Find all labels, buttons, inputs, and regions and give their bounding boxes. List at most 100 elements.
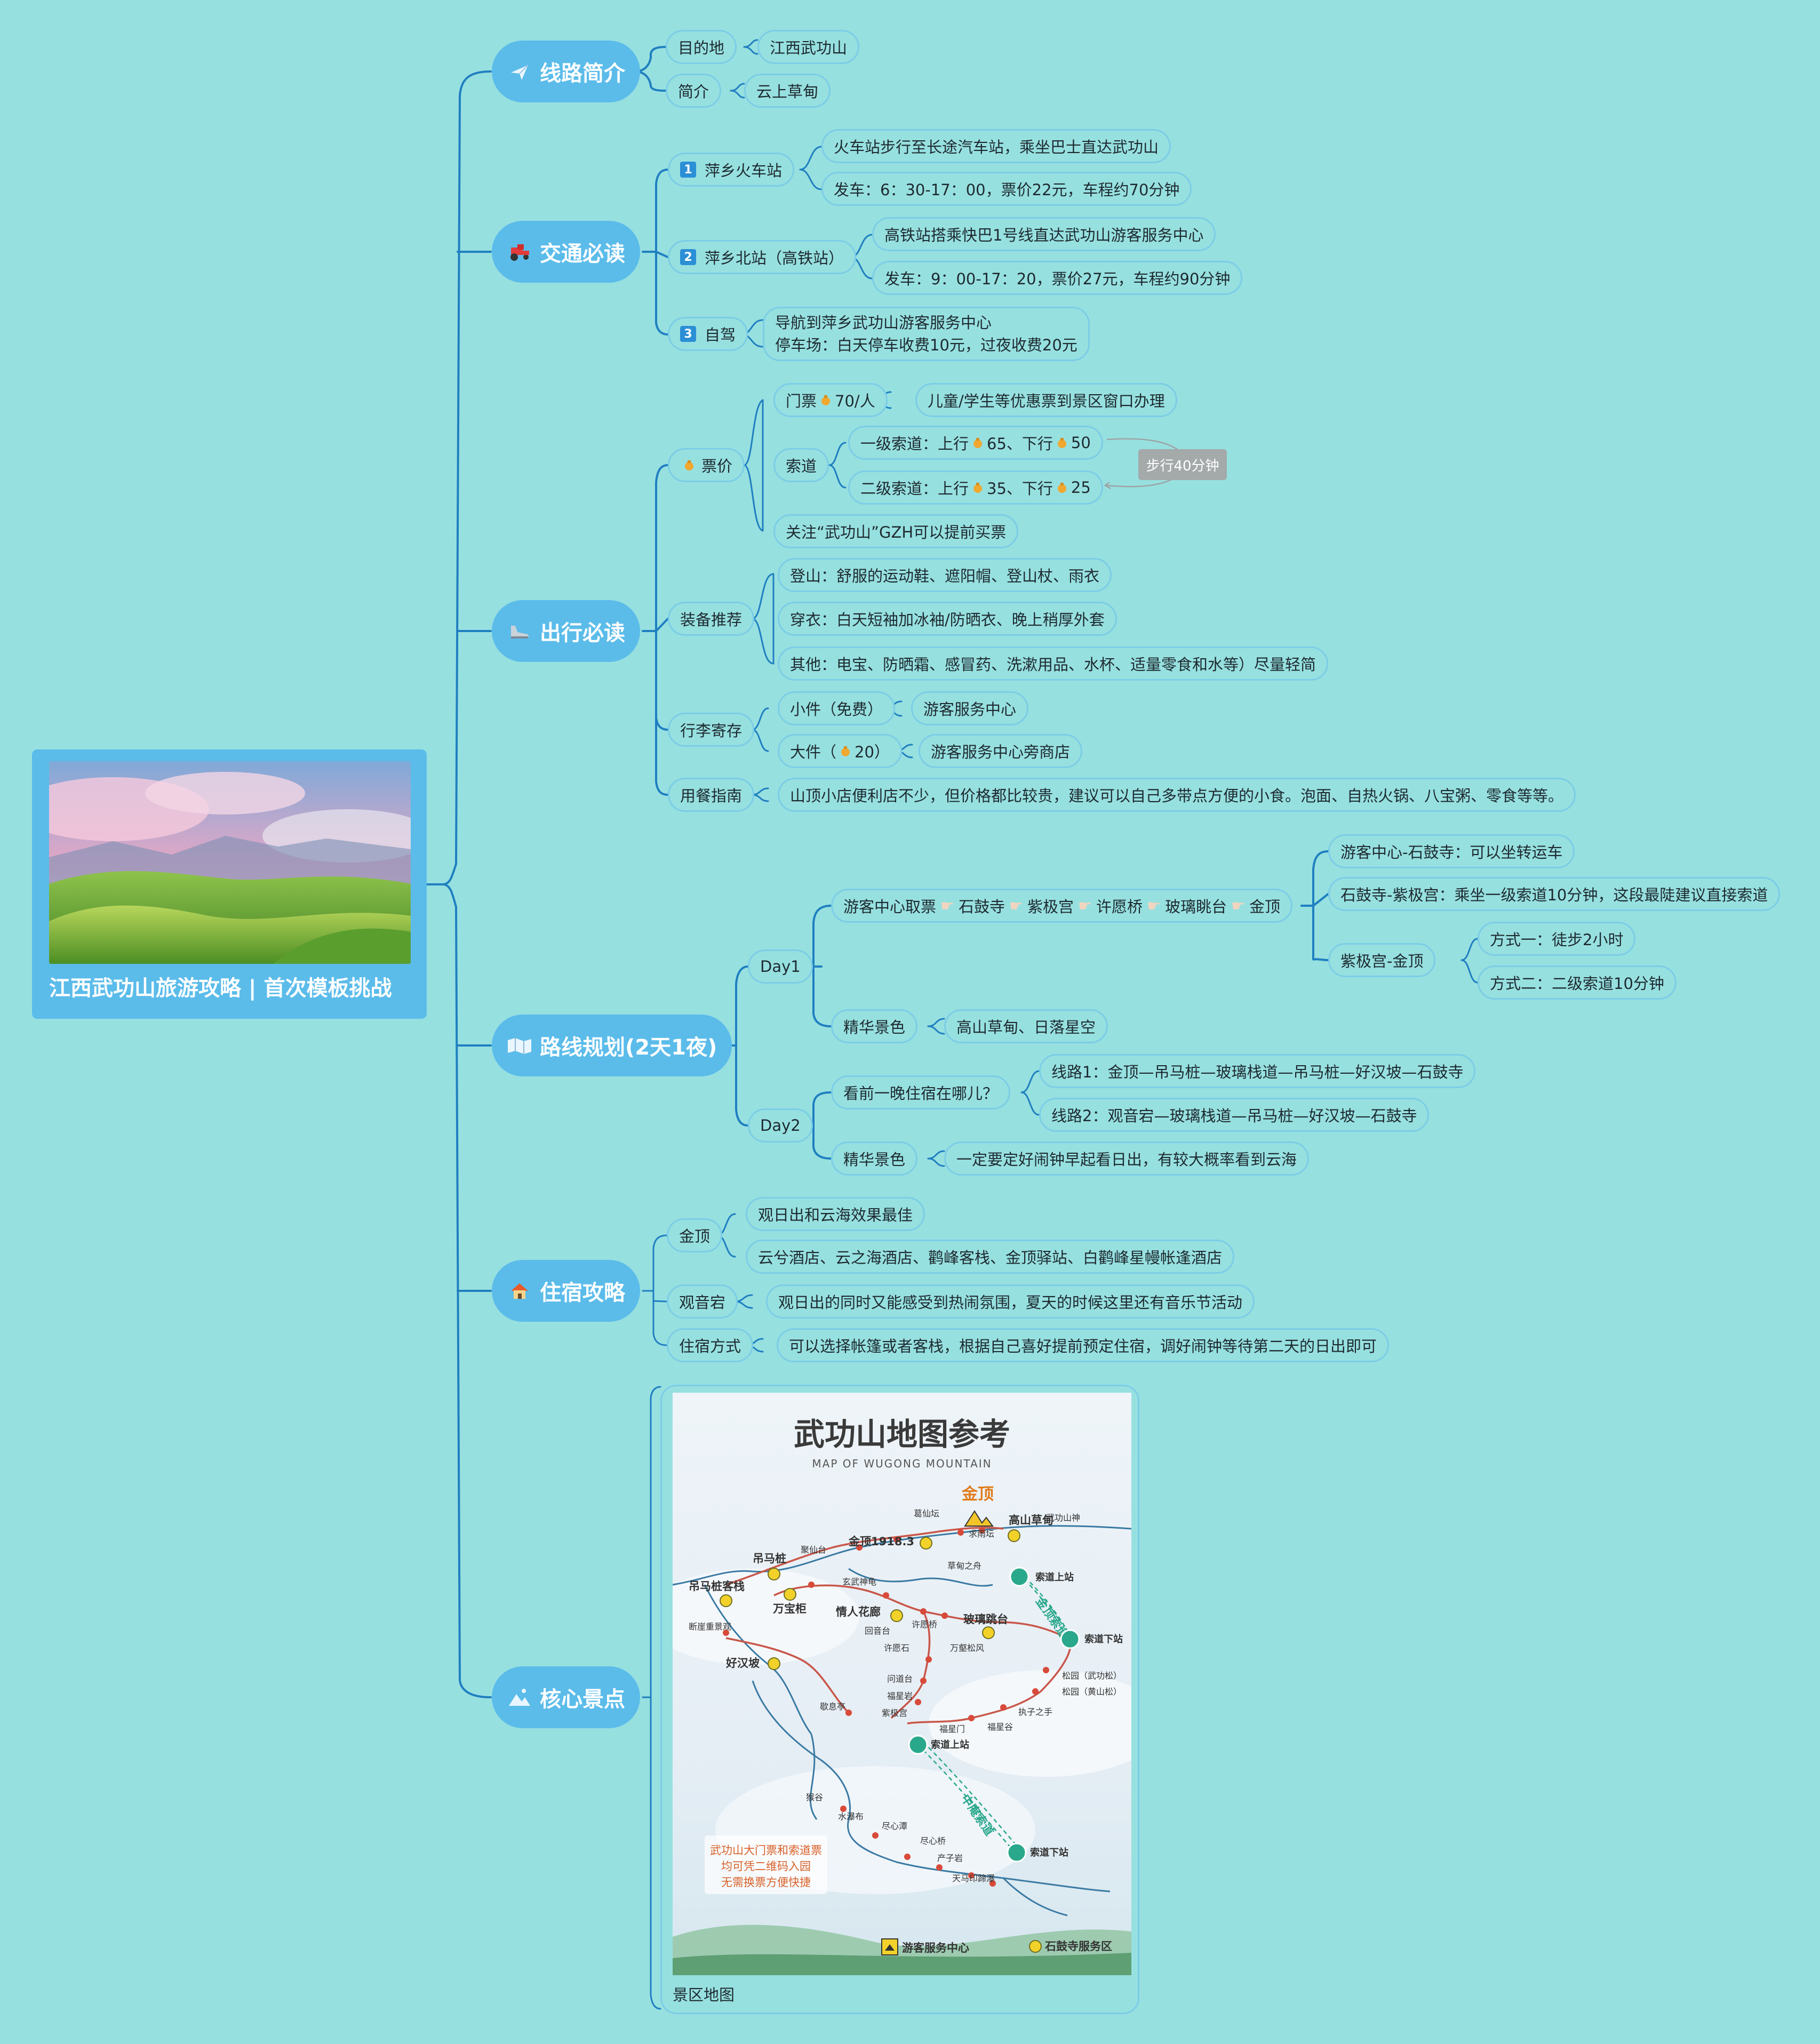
day2-line1[interactable]: 线路1：金顶—吊马桩—玻璃栈道—吊马桩—好汉坡—石鼓寺 [1039,1054,1476,1088]
traffic-detail[interactable]: 发车：6：30-17：00，票价22元，车程约70分钟 [821,172,1192,206]
follow-note-text: 关注“武功山”GZH可以提前买票 [786,523,1007,541]
tractor-icon [507,239,532,265]
day1-route[interactable]: 游客中心取票 ☛ 石鼓寺 ☛ 紫极宫 ☛ 许愿桥 ☛ 玻璃眺台 ☛ 金顶 [831,889,1293,923]
branch-route-intro[interactable]: 线路简介 [492,41,640,102]
money-bag-icon [971,481,985,494]
luggage-label[interactable]: 行李寄存 [668,713,755,747]
map-label: 索道下站 [1030,1847,1068,1858]
root-topic-card[interactable]: 江西武功山旅游攻略 | 首次模板挑战 [32,749,427,1019]
cable-label[interactable]: 索道 [773,448,829,482]
stay-jinding[interactable]: 金顶 [667,1218,723,1252]
day2[interactable]: Day2 [748,1108,813,1143]
map-label: 许愿桥 [912,1619,937,1630]
day1-highlight-value[interactable]: 高山草甸、日落星空 [944,1009,1108,1043]
branch-label: 路线规划(2天1夜) [540,1035,717,1060]
highlight-label-text: 精华景色 [843,1151,906,1169]
map-label: 索道上站 [1035,1571,1074,1583]
luggage-big-place[interactable]: 游客服务中心旁商店 [919,734,1083,768]
traffic-detail[interactable]: 高铁站搭乘快巴1号线直达武功山游客服务中心 [872,217,1216,251]
mountain-hiker-icon [507,1684,532,1710]
map-jinding: 金顶 [961,1485,994,1504]
day2-line2[interactable]: 线路2：观音宕—玻璃栈道—吊马桩—好汉坡—石鼓寺 [1039,1098,1430,1132]
map-label: 福星谷 [987,1722,1013,1732]
branch-traffic[interactable]: 交通必读 [492,221,640,283]
luggage-big-text: 大件（ [790,743,837,761]
stay-way[interactable]: 住宿方式 [667,1328,754,1362]
branch-spots[interactable]: 核心景点 [492,1666,640,1728]
ticket-label-text: 票价 [701,457,733,475]
money-bag-icon [1055,436,1069,450]
gear-item[interactable]: 其他：电宝、防晒霜、感冒药、洗漱用品、水杯、适量零食和水等）尽量轻简 [778,646,1329,681]
branch-stay[interactable]: 住宿攻略 [492,1260,640,1322]
cable-two[interactable]: 二级索道：上行 35、下行 25 [848,470,1103,505]
meal-label[interactable]: 用餐指南 [668,778,755,812]
highlight-label-text: 精华景色 [843,1018,906,1036]
traffic-item-label: 自驾 [705,326,736,344]
map-subtitle: MAP OF WUGONG MOUNTAIN [812,1457,992,1470]
map-label: 万壑松风 [950,1643,984,1653]
dest-label-text: 目的地 [678,39,725,57]
mountain-landscape-image [49,761,411,964]
branch-label: 线路简介 [540,61,625,86]
money-bag-icon [971,436,985,450]
intro-label[interactable]: 简介 [666,74,722,108]
seg-option-text: 方式二：二级索道10分钟 [1490,975,1664,993]
stay-jinding-item[interactable]: 观日出和云海效果最佳 [746,1197,925,1231]
day1-seg2[interactable]: 石鼓寺-紫极宫：乘坐一级索道10分钟，这段最陡建议直接索道 [1328,877,1781,911]
stay-way-value[interactable]: 可以选择帐篷或者客栈，根据自己喜好提前预定住宿，调好闹钟等待第二天的日出即可 [777,1328,1390,1362]
pointing-hand-icon: ☛ [940,897,955,915]
day1[interactable]: Day1 [748,949,813,984]
stay-jinding-item[interactable]: 云兮酒店、云之海酒店、鹳峰客栈、金顶驿站、白鹳峰星幔帐逢酒店 [746,1240,1235,1274]
map-title: 武功山地图参考 [794,1416,1010,1452]
map-label: 许愿石 [884,1643,909,1653]
day1-seg3[interactable]: 紫极宫-金顶 [1328,943,1436,977]
gear-item[interactable]: 登山：舒服的运动鞋、遮阳帽、登山杖、雨衣 [778,558,1112,592]
map-label: 索道下站 [1084,1633,1123,1645]
day2-highlight-value[interactable]: 一定要定好闹钟早起看日出，有较大概率看到云海 [944,1141,1310,1176]
luggage-small-place[interactable]: 游客服务中心 [911,691,1029,725]
intro-value[interactable]: 云上草甸 [744,74,831,108]
scenic-map-node[interactable]: 武功山地图参考 MAP OF WUGONG MOUNTAIN 金顶 [660,1385,1139,2014]
map-label: 草甸之舟 [947,1561,981,1571]
map-label: 回音台 [865,1626,890,1636]
gate-ticket[interactable]: 门票 70/人 [773,383,888,417]
dest-value[interactable]: 江西武功山 [757,30,860,64]
cable-one[interactable]: 一级索道：上行 65、下行 50 [848,426,1103,460]
branch-label: 核心景点 [540,1687,625,1712]
traffic-detail-drive[interactable]: 导航到萍乡武功山游客服务中心 停车场：白天停车收费10元，过夜收费20元 [763,307,1090,361]
pointing-hand-icon: ☛ [1231,897,1246,915]
stay-guanyin-value[interactable]: 观日出的同时又能感受到热闹氛围，夏天的时候这里还有音乐节活动 [766,1284,1255,1319]
gear-item[interactable]: 穿衣：白天短袖加冰袖/防晒衣、晚上稍厚外套 [778,602,1117,636]
meal-value[interactable]: 山顶小店便利店不少，但价格都比较贵，建议可以自己多带点方便的小食。泡面、自热火锅… [778,778,1576,812]
day1-seg1[interactable]: 游客中心-石鼓寺：可以坐转运车 [1328,834,1575,868]
traffic-detail-line: 停车场：白天停车收费10元，过夜收费20元 [775,336,1077,354]
traffic-detail[interactable]: 火车站步行至长途汽车站，乘坐巴士直达武功山 [821,129,1171,163]
dest-label[interactable]: 目的地 [666,30,737,64]
follow-note[interactable]: 关注“武功山”GZH可以提前买票 [773,514,1019,548]
traffic-detail[interactable]: 发车：9：00-17：20，票价27元，车程约90分钟 [872,261,1243,295]
day1-seg3-opt2[interactable]: 方式二：二级索道10分钟 [1478,965,1677,1000]
cable-label-text: 索道 [786,457,817,475]
map-label: 高山草甸 [1009,1514,1053,1527]
gear-label[interactable]: 装备推荐 [668,602,755,636]
branch-plan[interactable]: 路线规划(2天1夜) [492,1015,732,1076]
map-label: 求雨坛 [969,1529,994,1539]
luggage-big[interactable]: 大件（ 20） [778,734,902,768]
stay-guanyin[interactable]: 观音宕 [667,1284,738,1319]
route-stop: 金顶 [1249,898,1281,916]
day1-highlight[interactable]: 精华景色 [831,1009,918,1043]
ticket-label[interactable]: 票价 [668,448,745,482]
day2-stay[interactable]: 看前一晚住宿在哪儿？ [831,1075,1011,1109]
map-label: 情人花廊 [836,1606,881,1618]
day2-stay-text: 看前一晚住宿在哪儿？ [843,1084,999,1103]
gate-note[interactable]: 儿童/学生等优惠票到景区窗口办理 [915,383,1177,417]
intro-label-text: 简介 [678,83,709,101]
luggage-small[interactable]: 小件（免费） [778,691,896,725]
branch-travel[interactable]: 出行必读 [492,600,640,662]
day1-seg3-opt1[interactable]: 方式一：徒步2小时 [1478,922,1636,956]
day2-highlight[interactable]: 精华景色 [831,1141,918,1176]
money-bag-icon [682,458,696,472]
